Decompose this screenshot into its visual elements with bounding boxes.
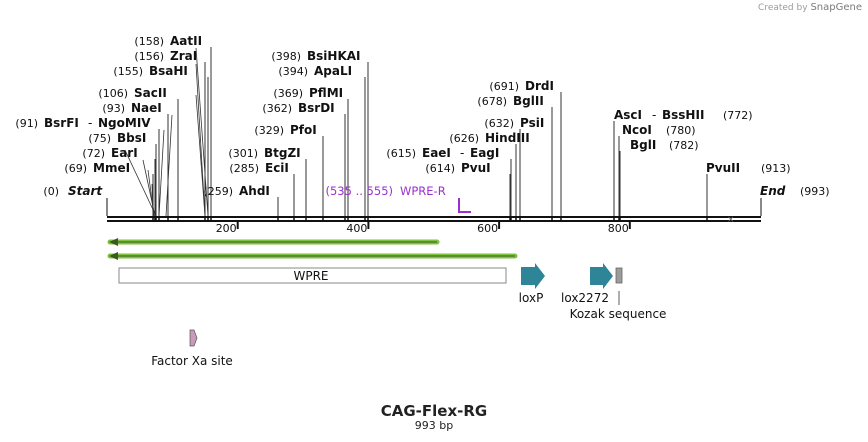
credit-prefix: Created by — [758, 3, 808, 13]
ruler-label-600: 600 — [477, 222, 498, 235]
enzyme-ncoi-position: (780) — [666, 124, 696, 137]
enzyme-ncoi-label: NcoI — [622, 123, 652, 137]
enzyme-mmei-position: (69) — [64, 162, 87, 175]
enzyme-bsihkai-position: (398) — [271, 50, 301, 63]
enzyme-eaei-dash: - — [460, 146, 464, 160]
factor-xa-label: Factor Xa site — [151, 354, 233, 368]
enzyme-ngomiv-label: NgoMIV — [98, 116, 151, 130]
enzyme-bbsi-label: BbsI — [117, 131, 146, 145]
enzyme-btgzi-position: (301) — [228, 147, 258, 160]
enzyme-pvui-label: PvuI — [461, 161, 491, 175]
enzyme-bglii-position: (678) — [477, 95, 507, 108]
label-connector — [124, 149, 157, 217]
enzyme-asci-dash: - — [652, 108, 656, 122]
enzyme-drdi-position: (691) — [489, 80, 519, 93]
primer-range: (535 .. 555) — [326, 184, 394, 198]
enzyme-pflmi-position: (369) — [273, 87, 303, 100]
enzyme-eari-position: (72) — [82, 147, 105, 160]
enzyme-zrai-label: ZraI — [170, 49, 197, 63]
enzyme-pvuii-position: (913) — [761, 162, 791, 175]
label-connector — [151, 183, 154, 217]
end-position: (993) — [800, 185, 830, 198]
enzyme-aatii-label: AatII — [170, 34, 202, 48]
enzyme-naei-position: (93) — [102, 102, 125, 115]
enzyme-bsahi-position: (155) — [113, 65, 143, 78]
enzyme-drdi-label: DrdI — [525, 79, 554, 93]
enzyme-eari-label: EarI — [111, 146, 138, 160]
enzyme-bsrdi-position: (362) — [262, 102, 292, 115]
label-connector — [147, 169, 155, 217]
enzyme-pfoi-label: PfoI — [290, 123, 317, 137]
enzyme-bsrfi-dash: - — [88, 116, 92, 130]
enzyme-pfoi-position: (329) — [254, 124, 284, 137]
enzyme-bgli-label: BglI — [630, 138, 656, 152]
loxp-feature — [521, 263, 545, 289]
sequence-map: × 200 400 600 800 (158) AatII (156) ZraI (155) Bsa… — [15, 34, 830, 368]
label-connector — [165, 114, 173, 217]
enzyme-asci-label: AscI — [614, 108, 642, 122]
ruler-label-200: 200 — [216, 222, 237, 235]
enzyme-bgli-position: (782) — [669, 139, 699, 152]
enzyme-hindiii-position: (626) — [449, 132, 479, 145]
enzyme-eaei-position: (615) — [386, 147, 416, 160]
enzyme-psii-position: (632) — [484, 117, 514, 130]
enzyme-apali-label: ApaLI — [314, 64, 352, 78]
plasmid-name: CAG-Flex-RG — [380, 402, 488, 420]
primer-label: WPRE-R — [400, 184, 446, 198]
enzyme-eaei-label: EaeI — [422, 146, 451, 160]
wpre-label: WPRE — [293, 269, 328, 283]
end-label: End — [760, 184, 786, 198]
plasmid-length: 993 bp — [414, 419, 454, 432]
enzyme-bsahi-label: BsaHI — [149, 64, 188, 78]
wpre-feature — [118, 267, 507, 284]
enzyme-sacii-label: SacII — [134, 86, 167, 100]
enzyme-aatii-position: (158) — [134, 35, 164, 48]
enzyme-apali-position: (394) — [278, 65, 308, 78]
start-position: (0) — [43, 185, 59, 198]
enzyme-bsrfi-position: (91) — [15, 117, 38, 130]
enzyme-bbsi-position: (75) — [88, 132, 111, 145]
enzyme-sacii-position: (106) — [98, 87, 128, 100]
label-connector — [195, 63, 206, 217]
origin-marker: × — [727, 215, 735, 225]
enzyme-bsihkai-label: BsiHKAI — [307, 49, 361, 63]
start-label: Start — [68, 184, 103, 198]
snapgene-logo-text: SnapGene — [810, 2, 862, 13]
credit: Created by SnapGene — [758, 2, 862, 13]
kozak-feature — [615, 267, 623, 284]
enzyme-ahdi-label: AhdI — [239, 184, 270, 198]
enzyme-hindiii-label: HindIII — [485, 131, 530, 145]
enzyme-mmei-label: MmeI — [93, 161, 130, 175]
ruler-label-800: 800 — [608, 222, 629, 235]
enzyme-ecii-label: EciI — [265, 161, 289, 175]
label-connector — [195, 47, 209, 217]
enzyme-pvuii-label: PvuII — [706, 161, 740, 175]
enzyme-btgzi-label: BtgZI — [264, 146, 301, 160]
lox2272-label: lox2272 — [561, 291, 609, 305]
enzyme-pvui-position: (614) — [425, 162, 455, 175]
enzyme-naei-label: NaeI — [131, 101, 162, 115]
enzyme-ahdi-position: (259) — [203, 185, 233, 198]
orf-arrow-2-head — [109, 252, 118, 260]
enzyme-bsshii-label: BssHII — [662, 108, 704, 122]
enzyme-asci-position: (772) — [723, 109, 753, 122]
enzyme-bsrdi-label: BsrDI — [298, 101, 335, 115]
lox2272-feature — [590, 263, 613, 289]
enzyme-pflmi-label: PflMI — [309, 86, 343, 100]
kozak-label: Kozak sequence — [570, 307, 667, 321]
label-connector — [158, 129, 165, 217]
enzyme-bsrfi-label: BsrFI — [44, 116, 79, 130]
enzyme-bglii-label: BglII — [513, 94, 544, 108]
factor-xa-feature — [189, 329, 198, 347]
enzyme-psii-label: PsiI — [520, 116, 544, 130]
orf-arrow-1-head — [109, 238, 118, 246]
ruler-label-400: 400 — [346, 222, 367, 235]
primer-arrow — [458, 198, 471, 213]
enzyme-zrai-position: (156) — [134, 50, 164, 63]
backbone-gap — [107, 218, 761, 220]
loxp-label: loxP — [519, 291, 544, 305]
enzyme-eagi-label: EagI — [470, 146, 499, 160]
enzyme-ecii-position: (285) — [229, 162, 259, 175]
